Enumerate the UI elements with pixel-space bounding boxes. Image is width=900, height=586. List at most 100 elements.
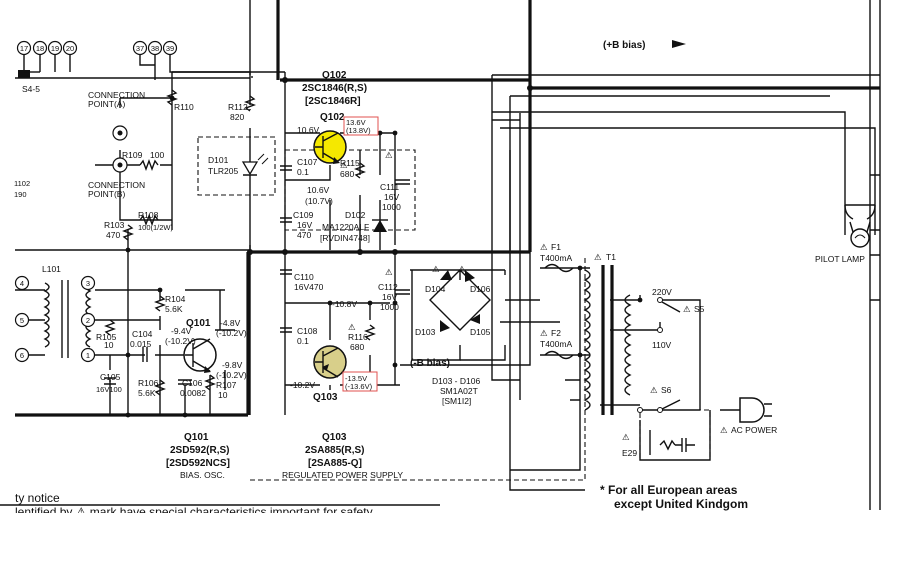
s6-warn: ⚠ [650, 385, 658, 395]
c105-name: C105 [100, 372, 121, 382]
l101-pin: 1 [86, 351, 90, 360]
c108-name: C108 [297, 326, 318, 336]
diode-warn: ⚠ [458, 264, 466, 274]
s5-warn: ⚠ [683, 304, 691, 314]
positive-bias-label: (+B bias) [603, 40, 646, 51]
q102-dashed-box [284, 149, 416, 231]
l101-transformer: L101 4 5 6 3 2 1 [14, 264, 96, 363]
conn-a-line1: CONNECTION [88, 90, 145, 100]
diodes-part: SM1A02T [440, 386, 478, 396]
c107-name: C107 [297, 157, 318, 167]
r104-value: 5.6K [165, 304, 183, 314]
s6-label: S6 [661, 385, 672, 395]
q102-out-voltage-alt: (13.8V) [346, 126, 371, 135]
r109-symbol [139, 159, 159, 171]
e29-dashed-box [639, 409, 711, 461]
d106-diode-icon [465, 270, 475, 282]
l101-label: L101 [42, 264, 61, 274]
r109-name: R109 [122, 150, 143, 160]
c111-name: C111 [380, 182, 399, 192]
c106-value: 0.0082 [180, 388, 206, 398]
switch-pin-label: 20 [66, 44, 74, 53]
r106-symbol [154, 379, 166, 396]
diodes-alt: [SM1I2] [442, 396, 471, 406]
q102-regulator: Q102 2SC1846(R,S) [2SC1846R] Q102 10.6V … [280, 70, 410, 243]
c104-name: C104 [132, 329, 153, 339]
d102-zener-icon [373, 220, 387, 232]
t1-transformer-core [601, 265, 614, 415]
c107-value: 0.1 [297, 167, 309, 177]
q103-collector-voltage-alt: (-13.6V) [345, 382, 373, 391]
d101-led-icon [241, 161, 259, 176]
c110-symbol [280, 269, 292, 275]
r108-symbol [139, 214, 159, 226]
c104-value: 0.015 [130, 339, 152, 349]
switch-pin-label: 18 [36, 44, 44, 53]
r115-symbol [354, 162, 366, 179]
q102-base-voltage-alt: (10.7V) [305, 196, 333, 206]
switch-s4-5: 17 18 19 20 S4-5 [16, 40, 78, 94]
pin-label: 39 [166, 44, 174, 53]
r103-value: 470 [106, 230, 120, 240]
q103-alt: [2SA885-Q] [308, 458, 362, 469]
safety-notice-line1: ty notice [15, 491, 60, 505]
mains-section: ⚠ F1 T400mA ⚠ F2 T400mA ⚠ T1 220V 110V ⚠… [540, 242, 777, 458]
r116-warn: ⚠ [348, 322, 356, 332]
footnote-line1: * For all European areas [600, 483, 738, 497]
ac-plug-icon [739, 397, 765, 423]
r105-value: 10 [104, 340, 114, 350]
r109-value: 100 [150, 150, 164, 160]
q103-voltage-highlight [342, 371, 378, 392]
c110-value: 16V470 [294, 282, 324, 292]
q102-label: Q102 [320, 112, 345, 123]
c112-value: 1000 [380, 302, 399, 312]
c111-symbol [395, 179, 410, 185]
r112-d101: R112 820 D101 TLR205 [208, 95, 269, 185]
diode-warn: ⚠ [432, 264, 440, 274]
s6-switch-arm [659, 399, 681, 411]
d101-dashed-box [197, 136, 276, 196]
c111-v: 16V [384, 192, 399, 202]
r106-value: 5.6K [138, 388, 156, 398]
pin-label: 38 [151, 44, 159, 53]
r116-symbol [364, 324, 376, 341]
q101-label: Q101 [186, 318, 211, 329]
v220-label: 220V [652, 287, 672, 297]
f2-fuse-icon [544, 350, 574, 360]
c108-value: 0.1 [297, 336, 309, 346]
d101-part: TLR205 [208, 166, 239, 176]
pilot-lamp-icon [850, 228, 870, 248]
diodes-range: D103 - D106 [432, 376, 480, 386]
c106-name: C106 [182, 378, 203, 388]
r107-name: R107 [216, 380, 237, 390]
r110-label: R110 [174, 102, 194, 112]
l101-pin: 3 [86, 279, 90, 288]
r115-value: 680 [340, 169, 354, 179]
f1-value: T400mA [540, 253, 572, 263]
r103-name: R103 [104, 220, 125, 230]
r104-symbol [154, 295, 166, 312]
c105-value: 16V100 [96, 385, 122, 394]
r115-warn: ⚠ [340, 160, 348, 170]
t1-label: T1 [606, 252, 616, 262]
diode-bridge: D104 D106 D103 D105 ⚠ ⚠ D103 - D106 SM1A… [415, 264, 491, 406]
q101-part: 2SD592(R,S) [170, 445, 229, 456]
l101-pin: 6 [20, 351, 24, 360]
dashed-groups [197, 136, 711, 481]
d103-label: D103 [415, 327, 436, 337]
r106-name: R106 [138, 378, 159, 388]
f2-value: T400mA [540, 339, 572, 349]
c109-symbol [280, 217, 292, 223]
q101-desc: BIAS. OSC. [180, 470, 225, 480]
switch-pin-19 [47, 40, 63, 56]
switch-pin-17 [16, 40, 32, 56]
q102-out-voltage: 13.6V [346, 118, 366, 127]
t1-warn: ⚠ [594, 252, 602, 262]
q103-label: Q103 [313, 392, 338, 403]
q103-emitter-voltage: -10.2V [290, 380, 315, 390]
c105-symbol [104, 377, 116, 385]
d105-label: D105 [470, 327, 491, 337]
switch-pin-18 [32, 40, 48, 56]
d102-part: MA1220ALF [322, 222, 369, 232]
